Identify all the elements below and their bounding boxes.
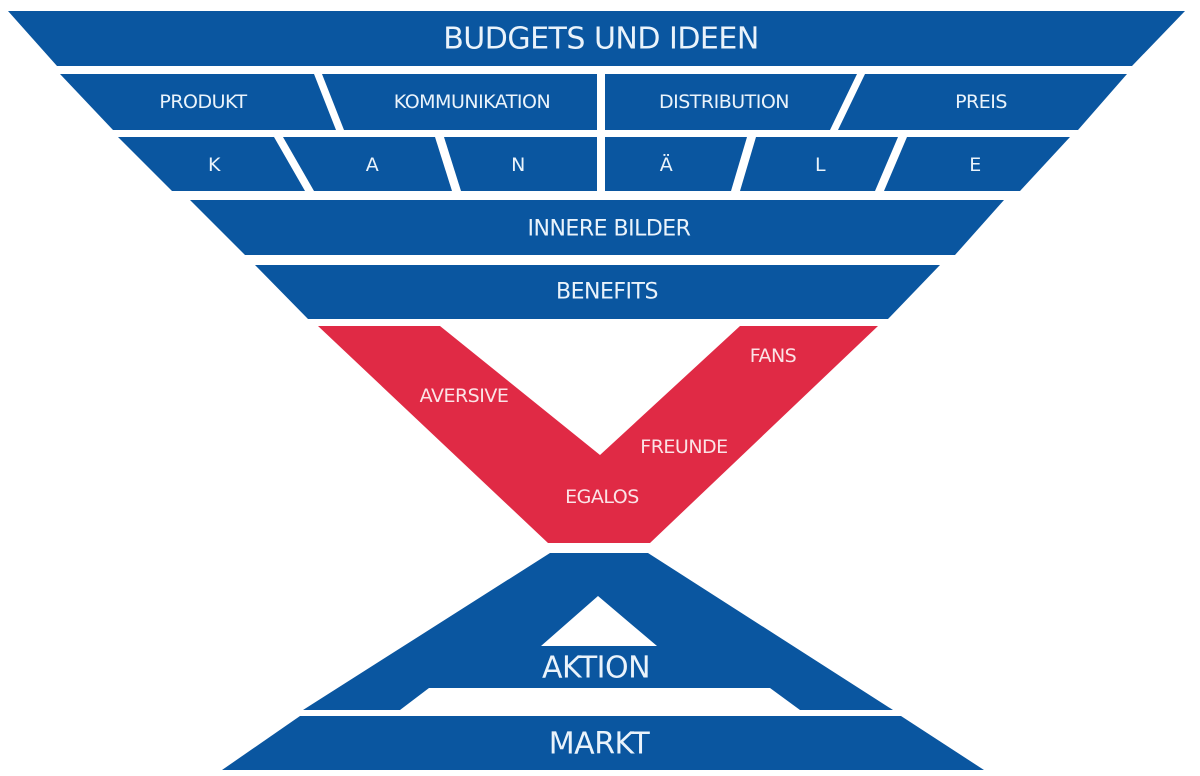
action-label: AKTION <box>542 651 650 686</box>
fans-label: FANS <box>750 345 796 367</box>
channel-n: N <box>444 137 597 191</box>
market-label: MARKT <box>549 727 651 762</box>
channel-a-label: A <box>366 154 379 176</box>
channel-l-label: L <box>815 154 826 176</box>
action-a-shape: AKTION <box>303 553 893 710</box>
channel-k-label: K <box>208 154 221 176</box>
channel-e-label: E <box>969 154 981 176</box>
segment-kommunikation: KOMMUNIKATION <box>322 74 597 130</box>
marketing-mix-row: PRODUKT KOMMUNIKATION DISTRIBUTION PREIS <box>60 74 1127 130</box>
channel-ae: Ä <box>605 137 747 191</box>
budgets-ideas-band: BUDGETS UND IDEEN <box>8 11 1185 66</box>
inner-images-band: INNERE BILDER <box>190 200 1004 255</box>
market-band: MARKT <box>222 716 984 770</box>
benefits-label: BENEFITS <box>556 280 658 305</box>
freunde-label: FREUNDE <box>640 436 727 458</box>
attitude-v-shape: AVERSIVE FANS FREUNDE EGALOS <box>318 326 878 543</box>
channel-k: K <box>118 137 305 191</box>
kommunikation-label: KOMMUNIKATION <box>394 91 550 113</box>
segment-preis: PREIS <box>838 74 1127 130</box>
channel-ae-label: Ä <box>660 153 673 176</box>
benefits-band: BENEFITS <box>255 265 940 319</box>
budgets-ideas-label: BUDGETS UND IDEEN <box>443 22 759 57</box>
produkt-label: PRODUKT <box>159 91 247 113</box>
inner-images-label: INNERE BILDER <box>528 217 691 242</box>
channel-l: L <box>740 137 898 191</box>
aversive-label: AVERSIVE <box>420 385 509 407</box>
preis-label: PREIS <box>955 91 1007 113</box>
channel-n-label: N <box>511 154 525 176</box>
segment-distribution: DISTRIBUTION <box>605 74 857 130</box>
channels-row: K A N Ä L E <box>118 137 1070 191</box>
egalos-label: EGALOS <box>565 486 639 508</box>
channel-e: E <box>884 137 1070 191</box>
channel-a: A <box>283 137 452 191</box>
segment-produkt: PRODUKT <box>60 74 336 130</box>
distribution-label: DISTRIBUTION <box>659 91 789 113</box>
